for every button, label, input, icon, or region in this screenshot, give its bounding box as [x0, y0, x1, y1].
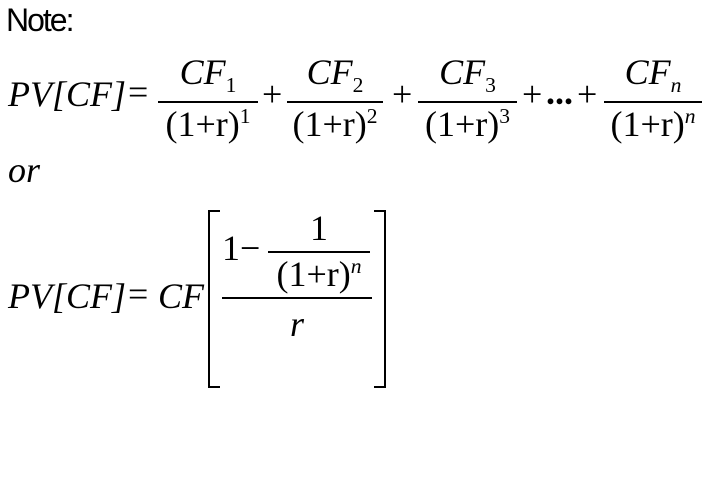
- inner-denominator-group: (1+r)n: [268, 254, 370, 294]
- ellipsis: ...: [546, 72, 573, 112]
- plus-sign: +: [522, 74, 543, 114]
- term-numerator: CF2: [287, 54, 383, 97]
- right-bracket: [374, 210, 386, 388]
- cf-symbol: CF: [179, 52, 226, 92]
- term-numerator: CF3: [418, 54, 517, 97]
- inner-exponent: n: [350, 254, 362, 278]
- cf-symbol: CF: [439, 52, 486, 92]
- plus-sign: +: [577, 74, 598, 114]
- formula1-equals: =: [128, 72, 149, 112]
- term-denominator: (1+r)n: [604, 104, 702, 144]
- exponent: 2: [366, 104, 378, 128]
- cf-subscript: 2: [352, 73, 364, 98]
- formula2-lhs: PV[CF]: [8, 276, 127, 316]
- formula2-equals: =: [128, 274, 149, 314]
- plus-sign: +: [262, 74, 283, 114]
- cf-subscript: n: [670, 73, 682, 98]
- main-denominator: r: [289, 304, 304, 344]
- term-denominator: (1+r)1: [158, 104, 258, 144]
- fraction-line: [287, 101, 383, 103]
- discount-base: (1+r): [424, 104, 500, 144]
- inner-fraction-line: [268, 251, 370, 253]
- inner-numerator: 1: [310, 208, 328, 248]
- term-denominator: (1+r)3: [418, 104, 517, 144]
- fraction-line: [604, 101, 702, 103]
- discount-base: (1+r): [610, 104, 685, 144]
- discount-base: (1+r): [165, 104, 240, 144]
- exponent: 3: [499, 104, 511, 128]
- exponent: 1: [239, 104, 251, 128]
- main-fraction-line: [222, 297, 372, 299]
- cf-subscript: 1: [225, 73, 237, 98]
- cf-symbol: CF: [306, 52, 353, 92]
- left-bracket: [208, 210, 220, 388]
- fraction-line: [158, 101, 258, 103]
- formula1-lhs: PV[CF]: [8, 74, 127, 114]
- cf-subscript: 3: [485, 73, 496, 98]
- term-numerator: CFn: [604, 54, 702, 97]
- inner-denominator: (1+r): [276, 254, 351, 294]
- formula2-factor: CF: [158, 276, 205, 316]
- cf-symbol: CF: [624, 52, 671, 92]
- note-label: Note:: [6, 2, 74, 38]
- term-numerator: CF1: [158, 54, 258, 97]
- exponent: n: [684, 104, 696, 128]
- plus-sign: +: [392, 74, 413, 114]
- or-label: or: [8, 150, 41, 190]
- one-minus: 1−: [222, 228, 261, 268]
- fraction-line: [418, 101, 517, 103]
- term-denominator: (1+r)2: [287, 104, 383, 144]
- discount-base: (1+r): [292, 104, 367, 144]
